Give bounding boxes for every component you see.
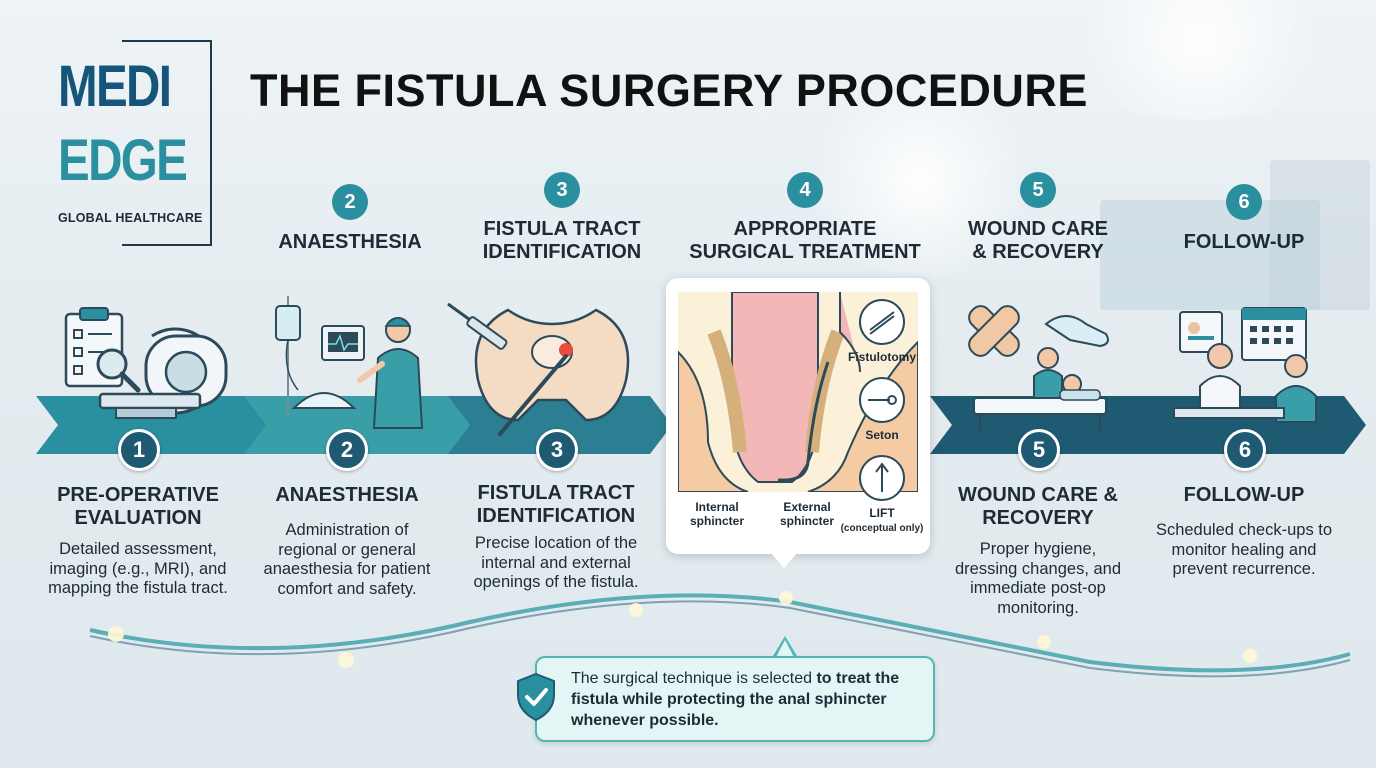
flow-wave: [89, 591, 1351, 678]
step-2-heading: ANAESTHESIA: [278, 231, 422, 253]
lift-note: (conceptual only): [840, 523, 924, 534]
step-2-header: 2 ANAESTHESIA: [250, 184, 450, 254]
logo-tagline: GLOBAL HEALTHCARE: [58, 211, 203, 225]
surgical-treatment-panel: Fistulotomy Seton LIFT (conceptual only)…: [666, 278, 930, 554]
step-1-description: Detailed assessment, imaging (e.g., MRI)…: [48, 540, 228, 597]
step-3-badge: 3: [536, 429, 578, 471]
step-6-details: FOLLOW-UP Scheduled check-ups to monitor…: [1144, 484, 1344, 580]
step-6-lower-heading: FOLLOW-UP: [1183, 484, 1305, 506]
step-2-badge: 2: [326, 429, 368, 471]
logo-line-1: MEDI: [58, 54, 172, 119]
step-4-header: 4 APPROPRIATE SURGICAL TREATMENT: [680, 172, 930, 264]
callout-text-bold: to treat the fistula while protecting th…: [571, 670, 900, 729]
clipboard-mri-icon: [64, 307, 228, 419]
calendar-doctor-icon: [1173, 307, 1317, 423]
step-2-lower-heading: ANAESTHESIA: [275, 484, 419, 506]
step-5-lower-heading: WOUND CARE & RECOVERY: [958, 484, 1118, 529]
step-1-badge: 1: [118, 429, 160, 471]
step-5-heading: WOUND CARE & RECOVERY: [968, 218, 1108, 263]
technique-callout: The surgical technique is selected to tr…: [517, 656, 935, 742]
step-6-header: 6 FOLLOW-UP: [1144, 184, 1344, 254]
brand-logo: MEDI EDGE GLOBAL HEALTHCARE: [58, 40, 212, 246]
label-internal-sphincter: Internal sphincter: [689, 500, 744, 528]
fistulotomy-icon: [859, 299, 905, 345]
step-6-number: 6: [1226, 184, 1262, 220]
option-fistulotomy: Fistulotomy: [848, 350, 916, 364]
label-external-sphincter: External sphincter: [779, 500, 834, 528]
logo-line-2: EDGE: [58, 128, 188, 193]
step-3-description: Precise location of the internal and ext…: [473, 534, 639, 591]
step-2-details: ANAESTHESIA Administration of regional o…: [247, 484, 447, 599]
callout-text: The surgical technique is selected to tr…: [571, 668, 921, 731]
step-5-number: 5: [1020, 172, 1056, 208]
callout-text-plain: The surgical technique is selected: [571, 670, 817, 687]
logo-frame: [122, 40, 212, 246]
panel-pointer: [770, 552, 798, 568]
step-5-details: WOUND CARE & RECOVERY Proper hygiene, dr…: [938, 484, 1138, 618]
step-3-header: 3 FISTULA TRACT IDENTIFICATION: [462, 172, 662, 264]
step-1-heading: PRE-OPERATIVE EVALUATION: [57, 484, 219, 529]
step-4-heading: APPROPRIATE SURGICAL TREATMENT: [689, 218, 921, 263]
bandage-patient-icon: [968, 305, 1109, 430]
step-2-number: 2: [332, 184, 368, 220]
pelvis-probe-icon: [447, 302, 630, 436]
anaesthesia-nurse-icon: [275, 296, 424, 429]
callout-pointer-fill: [776, 640, 794, 657]
step-4-number: 4: [787, 172, 823, 208]
seton-icon: [859, 377, 905, 423]
step-6-badge: 6: [1224, 429, 1266, 471]
step-6-description: Scheduled check-ups to monitor healing a…: [1155, 521, 1333, 578]
step-5-badge: 5: [1018, 429, 1060, 471]
step-6-heading: FOLLOW-UP: [1183, 231, 1305, 253]
step-3-details: FISTULA TRACT IDENTIFICATION Precise loc…: [456, 482, 656, 593]
shield-check-icon: [517, 672, 555, 722]
step-3-lower-heading: FISTULA TRACT IDENTIFICATION: [476, 482, 636, 527]
option-seton: Seton: [865, 428, 899, 442]
lift-icon: [859, 455, 905, 501]
step-3-number: 3: [544, 172, 580, 208]
step-2-description: Administration of regional or general an…: [263, 521, 431, 598]
step-1-details: PRE-OPERATIVE EVALUATION Detailed assess…: [38, 484, 238, 599]
option-lift: LIFT: [869, 506, 895, 520]
page-title: THE FISTULA SURGERY PROCEDURE: [250, 65, 1088, 116]
step-5-description: Proper hygiene, dressing changes, and im…: [954, 540, 1122, 617]
step-3-heading: FISTULA TRACT IDENTIFICATION: [482, 218, 642, 263]
step-5-header: 5 WOUND CARE & RECOVERY: [938, 172, 1138, 264]
